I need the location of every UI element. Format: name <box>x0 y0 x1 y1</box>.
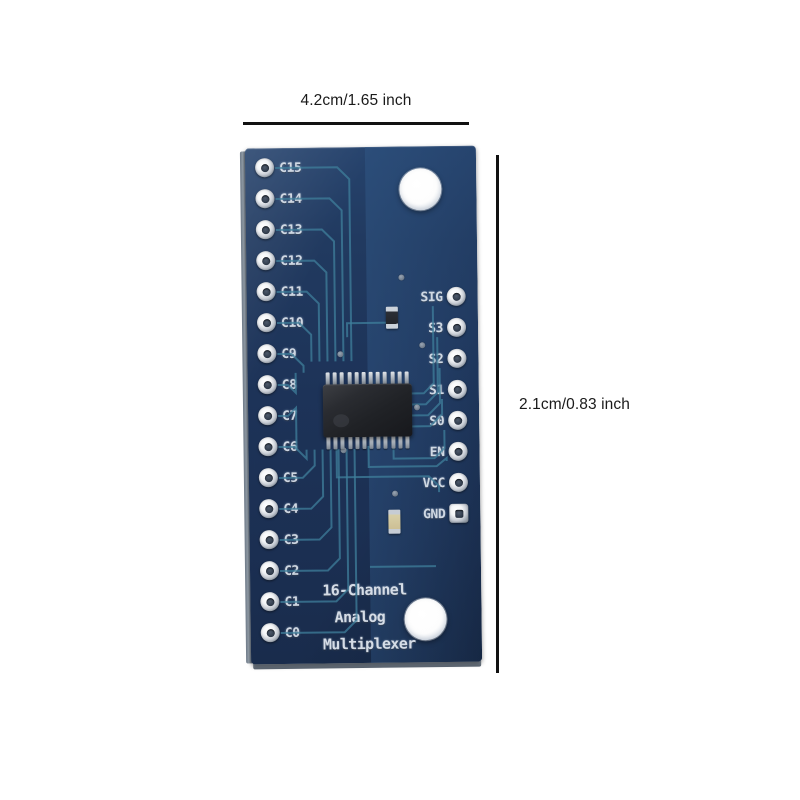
pad-s1 <box>447 379 467 399</box>
pad-s0 <box>448 410 468 430</box>
ic-lead <box>347 436 353 450</box>
silk-label-c7: C7 <box>282 408 298 424</box>
silk-label-c0: C0 <box>284 625 300 641</box>
ic-lead <box>326 436 331 450</box>
pad-c12 <box>256 251 276 271</box>
pad-vcc <box>448 472 469 492</box>
pad-c15 <box>254 158 275 178</box>
height-dimension-label: 2.1cm/0.83 inch <box>519 396 630 413</box>
silk-label-c10: C10 <box>280 315 304 332</box>
pad-c0 <box>260 623 280 643</box>
via <box>398 274 405 281</box>
pad-c5 <box>258 468 278 488</box>
silk-label-c5: C5 <box>282 470 298 486</box>
ic-lead <box>405 435 410 449</box>
pad-gnd <box>449 503 469 523</box>
board-title-line-3: Multiplexer <box>322 634 416 654</box>
silk-label-c4: C4 <box>283 501 299 517</box>
pad-c6 <box>258 437 278 457</box>
silk-label-gnd: GND <box>422 507 446 523</box>
ic-lead <box>369 435 374 449</box>
silk-label-s2: S2 <box>428 352 444 368</box>
board-title-line-1: 16-Channel <box>322 580 407 600</box>
silk-label-c6: C6 <box>282 439 298 455</box>
smd-component-top <box>385 306 399 329</box>
pad-en <box>448 441 468 461</box>
pad-c13 <box>255 220 275 240</box>
silk-label-c9: C9 <box>281 346 297 362</box>
pad-c3 <box>259 530 279 550</box>
pad-s3 <box>446 317 467 337</box>
pad-c1 <box>260 592 280 612</box>
ic-lead <box>398 435 403 449</box>
silk-label-c1: C1 <box>284 594 300 610</box>
ic-lead <box>376 435 381 449</box>
silk-label-c13: C13 <box>279 222 303 239</box>
silk-label-c2: C2 <box>283 563 299 579</box>
silk-label-c3: C3 <box>283 532 299 548</box>
ic-legs-bottom <box>326 435 410 450</box>
pad-c2 <box>259 561 280 581</box>
via <box>419 342 426 349</box>
board-title-line-2: Analog <box>334 607 386 627</box>
ic-lead <box>362 435 367 450</box>
silk-label-sig: SIG <box>420 290 443 306</box>
via <box>337 351 344 358</box>
multiplexer-ic <box>322 383 413 438</box>
width-dimension-label: 4.2cm/1.65 inch <box>300 92 412 109</box>
silk-label-c15: C15 <box>279 160 302 177</box>
ic-lead <box>390 435 396 449</box>
ic-lead <box>355 436 360 450</box>
pad-sig <box>446 286 466 306</box>
ic-lead <box>383 435 388 449</box>
silk-label-c12: C12 <box>280 253 303 270</box>
via <box>392 490 399 497</box>
ic-lead <box>333 436 338 450</box>
pad-c4 <box>259 499 279 519</box>
width-dimension-rule <box>243 122 469 125</box>
silk-label-s3: S3 <box>428 321 444 337</box>
pad-s2 <box>447 348 467 368</box>
pad-c14 <box>255 189 275 209</box>
silk-label-c11: C11 <box>280 284 303 301</box>
smd-component-bottom <box>388 509 401 534</box>
silk-label-c8: C8 <box>281 377 297 393</box>
silk-label-c14: C14 <box>279 191 302 208</box>
pad-c8 <box>257 375 277 395</box>
pad-c10 <box>256 313 277 333</box>
via <box>413 404 421 411</box>
ic-lead <box>340 436 345 450</box>
pad-c9 <box>257 344 277 364</box>
pad-c11 <box>256 282 276 302</box>
pad-c7 <box>258 406 278 426</box>
height-dimension-rule <box>496 155 499 673</box>
silk-label-vcc: VCC <box>422 476 446 492</box>
